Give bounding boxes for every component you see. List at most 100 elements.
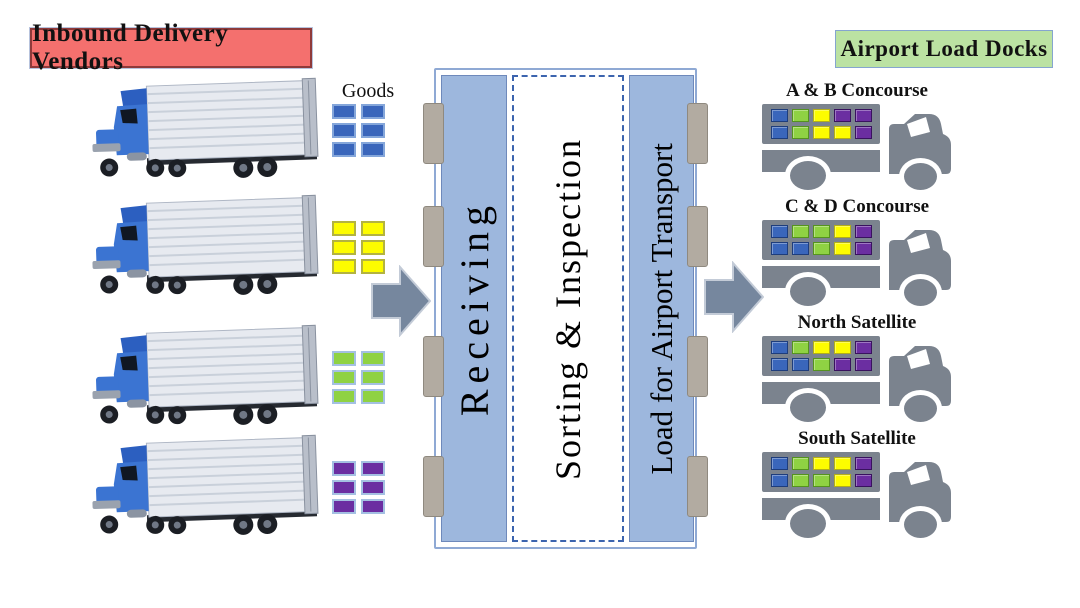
goods-box-purple: [332, 461, 356, 476]
receiving-label: Receiving: [451, 200, 497, 417]
cargo-box-blue: [770, 126, 788, 139]
dock-pad-right-2: [687, 206, 708, 267]
cargo-box-blue: [770, 109, 788, 122]
dock-pad-left-3: [423, 336, 444, 397]
dock-pad-right-4: [687, 456, 708, 517]
box-truck-icon: [762, 104, 954, 190]
vendor-row-green: [60, 323, 412, 435]
box-truck-cargo: [762, 452, 880, 492]
goods-grid: [332, 104, 385, 157]
goods-box-yellow: [332, 221, 356, 236]
goods-box-yellow: [361, 240, 385, 255]
inbound-vendors-header-label: Inbound Delivery Vendors: [32, 20, 229, 75]
front-wheel-icon: [904, 279, 937, 306]
sorting-facility: Receiving Sorting & Inspection Load for …: [434, 68, 697, 549]
destination-label: C & D Concourse: [784, 196, 930, 217]
goods-grid: [332, 351, 385, 404]
cargo-box-purple: [854, 126, 872, 139]
cargo-box-blue: [770, 457, 788, 470]
cargo-box-yellow: [812, 126, 830, 139]
facility-load-transport-section: Load for Airport Transport: [629, 75, 694, 542]
goods-box-blue: [332, 142, 356, 157]
cargo-box-purple: [854, 341, 872, 354]
dock-pad-right-3: [687, 336, 708, 397]
inbound-vendors-header: Inbound Delivery Vendors: [30, 20, 312, 75]
goods-box-yellow: [361, 259, 385, 274]
cargo-box-yellow: [833, 474, 851, 487]
goods-caption: Goods: [341, 80, 395, 102]
cargo-box-blue: [770, 242, 788, 255]
destination-row-c-d-concourse: C & D Concourse: [762, 196, 954, 308]
box-truck-cargo: [762, 104, 880, 144]
cargo-box-purple: [854, 474, 872, 487]
box-truck-icon: [762, 336, 954, 422]
cargo-box-yellow: [812, 457, 830, 470]
box-truck-cab: [889, 346, 951, 406]
cargo-box-green: [812, 242, 830, 255]
front-wheel-icon: [904, 395, 937, 422]
goods-box-blue: [361, 123, 385, 138]
facility-sorting-inspection-section: Sorting & Inspection: [512, 75, 624, 542]
cargo-grid: [770, 109, 872, 139]
destination-label: North Satellite: [797, 312, 917, 333]
destination-row-south-satellite: South Satellite: [762, 428, 954, 540]
semi-truck-icon: [92, 194, 319, 295]
goods-box-purple: [361, 480, 385, 495]
facility-receiving-section: Receiving: [441, 75, 507, 542]
vendor-row-yellow: [60, 193, 412, 305]
rear-wheel-icon: [790, 509, 826, 538]
dock-pad-right-1: [687, 103, 708, 164]
box-truck-bed: [762, 382, 880, 404]
vendor-row-purple: [60, 433, 412, 545]
goods-box-blue: [361, 142, 385, 157]
vendor-row-blue: [60, 76, 412, 188]
destination-label: A & B Concourse: [786, 80, 928, 101]
cargo-box-green: [791, 474, 809, 487]
goods-box-purple: [332, 499, 356, 514]
cargo-box-yellow: [833, 126, 851, 139]
goods-box-green: [332, 370, 356, 385]
cargo-box-yellow: [812, 341, 830, 354]
cargo-box-purple: [833, 358, 851, 371]
cargo-box-green: [812, 358, 830, 371]
box-truck-bed: [762, 498, 880, 520]
cargo-box-green: [791, 457, 809, 470]
box-truck-bed: [762, 150, 880, 172]
goods-box-purple: [361, 461, 385, 476]
goods-box-yellow: [332, 240, 356, 255]
goods-box-green: [361, 370, 385, 385]
airport-load-docks-header: Airport Load Docks: [835, 30, 1053, 68]
rear-wheel-icon: [790, 277, 826, 306]
goods-box-blue: [361, 104, 385, 119]
box-truck-cab: [889, 230, 951, 290]
goods-box-purple: [361, 499, 385, 514]
cargo-box-purple: [854, 225, 872, 238]
destination-row-a-b-concourse: A & B Concourse: [762, 80, 954, 192]
destination-label: South Satellite: [798, 428, 916, 449]
cargo-box-blue: [770, 341, 788, 354]
goods-box-green: [332, 351, 356, 366]
goods-grid: [332, 221, 385, 274]
cargo-box-blue: [791, 242, 809, 255]
dock-pad-left-2: [423, 206, 444, 267]
box-truck-bed: [762, 266, 880, 288]
goods-box-green: [361, 351, 385, 366]
cargo-box-green: [791, 109, 809, 122]
goods-box-green: [332, 389, 356, 404]
cargo-box-blue: [770, 225, 788, 238]
cargo-box-green: [791, 126, 809, 139]
cargo-box-yellow: [833, 225, 851, 238]
dock-pad-left-1: [423, 103, 444, 164]
cargo-box-green: [791, 341, 809, 354]
sorting-inspection-label: Sorting & Inspection: [548, 137, 588, 480]
goods-box-blue: [332, 104, 356, 119]
cargo-grid: [770, 225, 872, 255]
goods-box-yellow: [361, 221, 385, 236]
inbound-flow-arrow-icon: [371, 265, 431, 337]
front-wheel-icon: [904, 511, 937, 538]
cargo-box-blue: [770, 358, 788, 371]
box-truck-icon: [762, 220, 954, 306]
semi-truck-icon: [92, 434, 319, 535]
goods-box-purple: [332, 480, 356, 495]
goods-box-green: [361, 389, 385, 404]
